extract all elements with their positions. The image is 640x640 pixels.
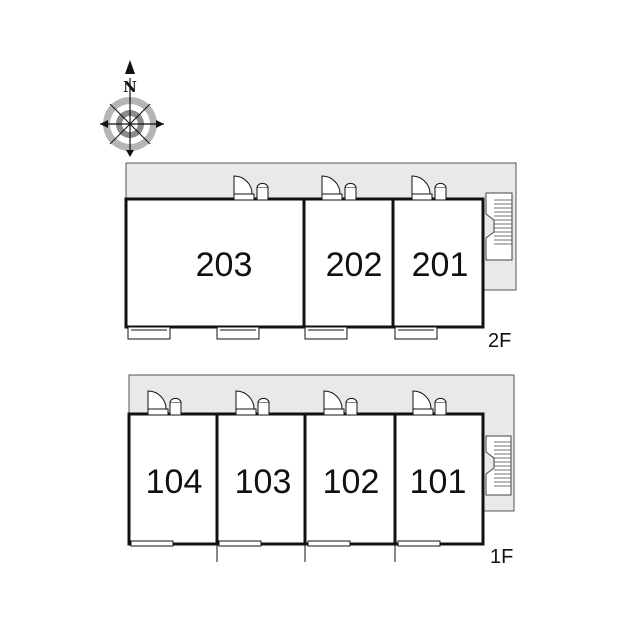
floor-label-1f: 1F — [490, 546, 513, 568]
unit-label-201: 201 — [412, 246, 469, 284]
door-icon — [411, 175, 447, 201]
floor-label-2f: 2F — [488, 330, 511, 352]
door-icon — [412, 390, 447, 416]
unit-102: 102 — [303, 390, 397, 562]
stairs-2f — [485, 192, 513, 261]
door-icon — [321, 175, 357, 201]
unit-label-103: 103 — [235, 463, 292, 501]
unit-104: 104 — [127, 390, 219, 547]
balcony-window-icon — [304, 326, 348, 340]
unit-label-104: 104 — [146, 463, 203, 501]
window-icon — [130, 540, 174, 547]
unit-label-203: 203 — [196, 246, 253, 284]
balcony-window-icon — [127, 326, 260, 340]
compass-north-label: N — [123, 78, 137, 96]
floor-1f: 104 103 — [127, 374, 515, 568]
unit-label-202: 202 — [326, 246, 383, 284]
window-icon — [218, 540, 262, 547]
door-icon — [233, 175, 269, 201]
floor-2f: 203 202 — [124, 162, 517, 352]
window-icon — [397, 540, 441, 547]
stairs-1f — [485, 435, 512, 496]
compass-rose-icon — [100, 60, 164, 157]
balcony-window-icon — [394, 326, 438, 340]
unit-201: 201 — [391, 175, 485, 340]
unit-202: 202 — [302, 175, 395, 340]
unit-label-101: 101 — [410, 463, 467, 501]
door-icon — [323, 390, 358, 416]
unit-101: 101 — [393, 390, 485, 562]
unit-label-102: 102 — [323, 463, 380, 501]
window-icon — [307, 540, 351, 547]
door-icon — [147, 390, 182, 416]
door-icon — [235, 390, 270, 416]
unit-203: 203 — [124, 175, 306, 340]
unit-103: 103 — [215, 390, 307, 562]
